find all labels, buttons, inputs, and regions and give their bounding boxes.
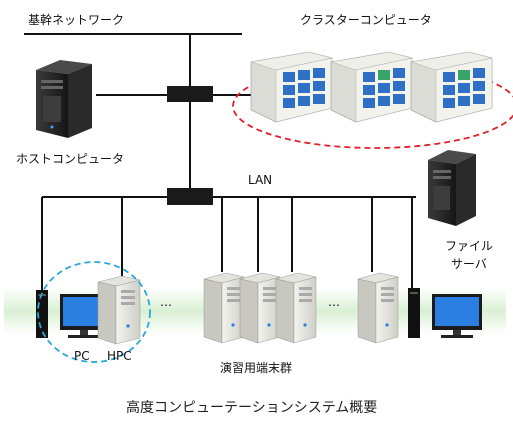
file-server-label-line1: ファイル: [445, 239, 493, 253]
terminal-tower-2: [239, 272, 281, 344]
lan-label: LAN: [248, 173, 272, 187]
cluster-unit-2: [330, 51, 413, 123]
diagram-caption: 高度コンピューテーションシステム概要: [126, 399, 377, 416]
cluster-unit-1: [250, 51, 333, 123]
switch-top: [167, 86, 213, 102]
pc-label: PC: [74, 349, 90, 363]
terminal-tower-1: [203, 272, 245, 344]
ellipsis-left: …: [160, 295, 172, 309]
cluster-label: クラスターコンピュータ: [300, 13, 432, 27]
cluster-unit-3: [410, 51, 493, 123]
host-label: ホストコンピュータ: [16, 152, 124, 166]
terminals-label: 演習用端末群: [220, 360, 292, 375]
hpc-tower: [97, 275, 141, 345]
terminal-tower-3: [275, 272, 317, 344]
host-computer: [36, 60, 92, 138]
file-server: [428, 150, 476, 226]
switch-lan: [167, 188, 213, 205]
terminal-tower-4: [357, 272, 399, 344]
ellipsis-right: …: [328, 295, 340, 309]
hpc-label: HPC: [107, 349, 132, 363]
hpc-group-outline: [37, 261, 151, 363]
file-server-label-line2: サーバ: [451, 257, 487, 271]
pc-right: [408, 288, 482, 338]
backbone-label: 基幹ネットワーク: [28, 12, 124, 27]
